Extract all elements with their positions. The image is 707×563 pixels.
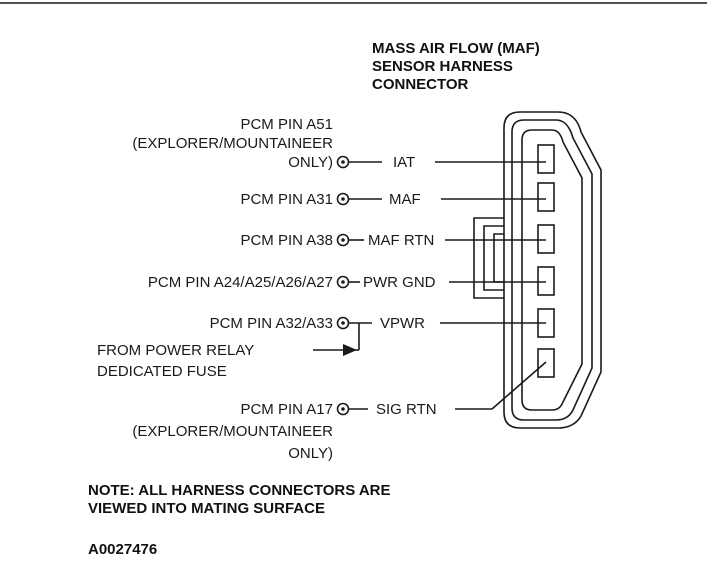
signal-sig-rtn: SIG RTN [376,401,437,418]
signal-iat: IAT [393,154,415,171]
pcm-label-a24-a27: PCM PIN A24/A25/A26/A27 [148,274,333,291]
connector-title-line-1: MASS AIR FLOW (MAF) [372,40,540,57]
pin-terminal-2 [537,182,555,212]
pin-terminal-3 [537,224,555,254]
connection-point-icon [336,192,350,206]
pcm-label-a17-line-1: PCM PIN A17 [240,401,333,418]
pcm-label-a31: PCM PIN A31 [240,191,333,208]
figure-id: A0027476 [88,541,157,558]
connection-point-icon [336,155,350,169]
connection-dot-icon [341,160,345,164]
pin-row-pwr-gnd: PCM PIN A24/A25/A26/A27 PWR GND [148,274,546,291]
pcm-label-a32-a33: PCM PIN A32/A33 [210,315,333,332]
connection-dot-icon [341,407,345,411]
pin-row-vpwr: PCM PIN A32/A33 VPWR FROM POWER RELAY DE… [97,315,546,380]
connection-dot-icon [341,238,345,242]
connection-point-icon [336,402,350,416]
connection-point-icon [336,316,350,330]
connector-title-line-2: SENSOR HARNESS [372,58,513,75]
pcm-label-a38: PCM PIN A38 [240,232,333,249]
connection-point-icon [336,275,350,289]
pcm-label-a51-line-3: ONLY) [288,154,333,171]
pin-row-sig-rtn: PCM PIN A17 (EXPLORER/MOUNTAINEER ONLY) … [132,361,547,462]
pcm-label-a17-line-3: ONLY) [288,445,333,462]
note-line-1: NOTE: ALL HARNESS CONNECTORS ARE [88,482,391,499]
pin-row-maf: PCM PIN A31 MAF [240,191,546,208]
connector-pins [537,144,555,378]
power-source-line-2: DEDICATED FUSE [97,363,227,380]
pin-terminal-4 [537,266,555,296]
connector-title-line-3: CONNECTOR [372,76,469,93]
pcm-label-a51-line-1: PCM PIN A51 [240,116,333,133]
connection-dot-icon [341,280,345,284]
note: NOTE: ALL HARNESS CONNECTORS ARE VIEWED … [88,482,391,517]
connection-dot-icon [341,321,345,325]
connection-point-icon [336,233,350,247]
pin-terminal-1 [537,144,555,174]
power-source-line-1: FROM POWER RELAY [97,342,254,359]
pin-row-maf-rtn: PCM PIN A38 MAF RTN [240,232,546,249]
pin-row-iat: PCM PIN A51 (EXPLORER/MOUNTAINEER ONLY) … [132,116,546,171]
signal-pwr-gnd: PWR GND [363,274,436,291]
pcm-label-a51-line-2: (EXPLORER/MOUNTAINEER [132,135,333,152]
connection-dot-icon [341,197,345,201]
signal-maf: MAF [389,191,421,208]
signal-maf-rtn: MAF RTN [368,232,434,249]
pcm-label-a17-line-2: (EXPLORER/MOUNTAINEER [132,423,333,440]
pin-terminal-6 [537,348,555,378]
note-line-2: VIEWED INTO MATING SURFACE [88,500,325,517]
arrow-right-icon [343,344,357,356]
signal-vpwr: VPWR [380,315,425,332]
connector-title: MASS AIR FLOW (MAF) SENSOR HARNESS CONNE… [372,40,540,93]
connector-body [473,111,602,429]
